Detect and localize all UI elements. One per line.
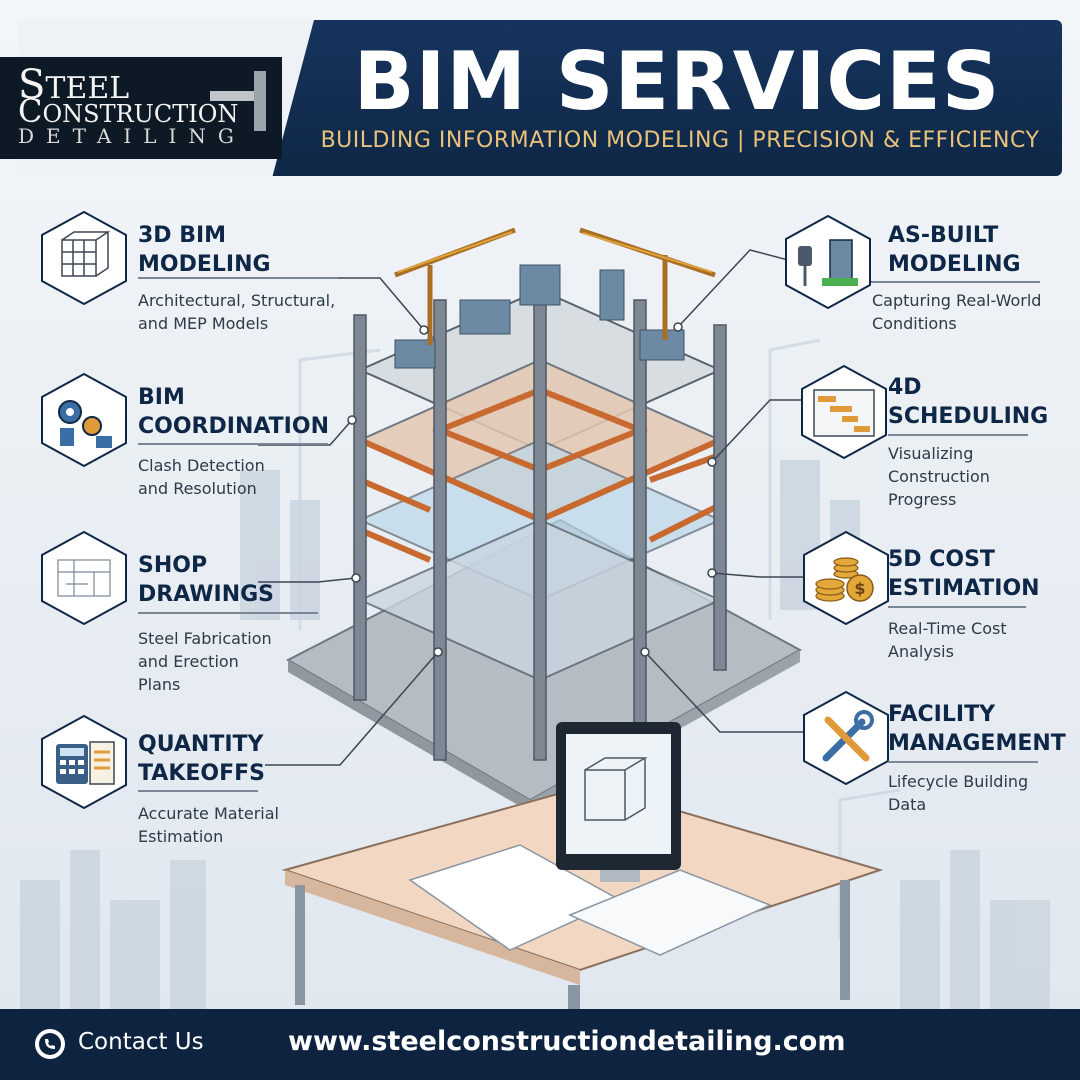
svg-text:$: $ (854, 579, 865, 598)
logo-text-detailing: DETAILING (18, 124, 246, 148)
contact-phone-icon (35, 1029, 65, 1059)
divider (138, 443, 328, 445)
wrench-icon (803, 690, 889, 786)
company-logo (0, 57, 282, 159)
service-desc-3d-bim: Architectural, Structural,and MEP Models (138, 291, 336, 333)
contact-us-link[interactable]: Contact Us (78, 1029, 204, 1055)
divider (888, 434, 1028, 436)
divider (888, 606, 1026, 608)
page-title: BIM SERVICES (353, 35, 1001, 128)
footer-bar (0, 1009, 1080, 1080)
divider (888, 761, 1038, 763)
calculator-icon (41, 714, 127, 810)
laser-scanner-icon (785, 214, 871, 310)
divider (138, 277, 338, 279)
gantt-chart-icon (801, 364, 887, 460)
blueprint-icon (41, 530, 127, 626)
divider (138, 612, 318, 614)
coins-icon: $ (803, 530, 889, 626)
logo-text-steel: STEEL (18, 62, 130, 108)
gears-icon (41, 372, 127, 468)
website-link[interactable]: www.steelconstructiondetailing.com (288, 1026, 846, 1057)
divider (872, 281, 1040, 283)
building-grid-icon (41, 210, 127, 306)
page-subtitle: BUILDING INFORMATION MODELING | PRECISIO… (320, 128, 1040, 153)
logo-text-construction: CONSTRUCTION (18, 92, 239, 130)
steel-beam-logo-mark (210, 71, 266, 131)
divider (138, 790, 258, 792)
